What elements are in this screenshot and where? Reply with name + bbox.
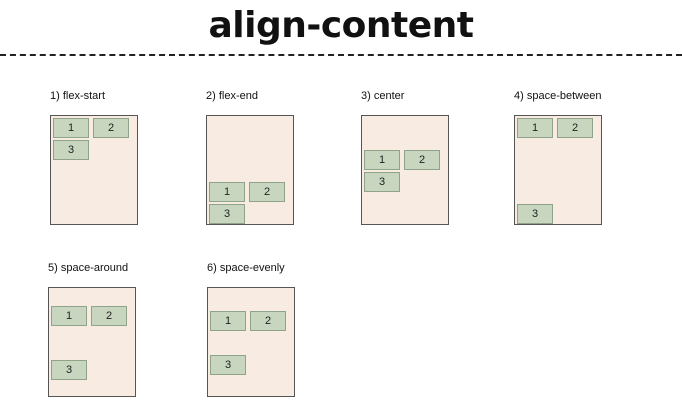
flex-item: 1: [51, 306, 87, 326]
example-space-between: 4) space-between 1 2 3: [514, 89, 644, 239]
flex-container: 1 2 3: [207, 287, 295, 397]
flex-item: 3: [209, 204, 245, 224]
flex-item: 2: [557, 118, 593, 138]
example-space-around: 5) space-around 1 2 3: [48, 261, 178, 411]
flex-item: 1: [209, 182, 245, 202]
flex-item: 3: [51, 360, 87, 380]
example-label: 2) flex-end: [206, 90, 258, 102]
flex-item: 2: [404, 150, 440, 170]
example-flex-start: 1) flex-start 1 2 3: [50, 89, 180, 239]
example-space-evenly: 6) space-evenly 1 2 3: [207, 261, 337, 411]
example-label: 1) flex-start: [50, 90, 106, 102]
example-flex-end: 2) flex-end 1 2 3: [206, 89, 336, 239]
flex-container: 1 2 3: [50, 115, 138, 225]
flex-item: 3: [53, 140, 89, 160]
example-label: 5) space-around: [48, 262, 129, 274]
example-label: 6) space-evenly: [207, 262, 285, 274]
flex-container: 1 2 3: [514, 115, 602, 225]
dashed-divider: [0, 54, 682, 56]
page-title: align-content: [208, 5, 474, 46]
example-center: 3) center 1 2 3: [361, 89, 491, 239]
flex-item: 1: [517, 118, 553, 138]
flex-item: 2: [250, 311, 286, 332]
flex-container: 1 2 3: [206, 115, 294, 225]
flex-item: 3: [364, 172, 400, 192]
flex-item: 2: [249, 182, 285, 202]
flex-item: 1: [53, 118, 89, 138]
flex-item: 2: [91, 306, 127, 326]
example-label: 3) center: [361, 90, 405, 102]
example-label: 4) space-between: [514, 90, 602, 102]
flex-item: 3: [210, 354, 246, 375]
flex-item: 1: [210, 311, 246, 332]
flex-item: 2: [93, 118, 129, 138]
flex-item: 3: [517, 204, 553, 224]
flex-item: 1: [364, 150, 400, 170]
flex-container: 1 2 3: [48, 287, 136, 397]
flex-container: 1 2 3: [361, 115, 449, 225]
